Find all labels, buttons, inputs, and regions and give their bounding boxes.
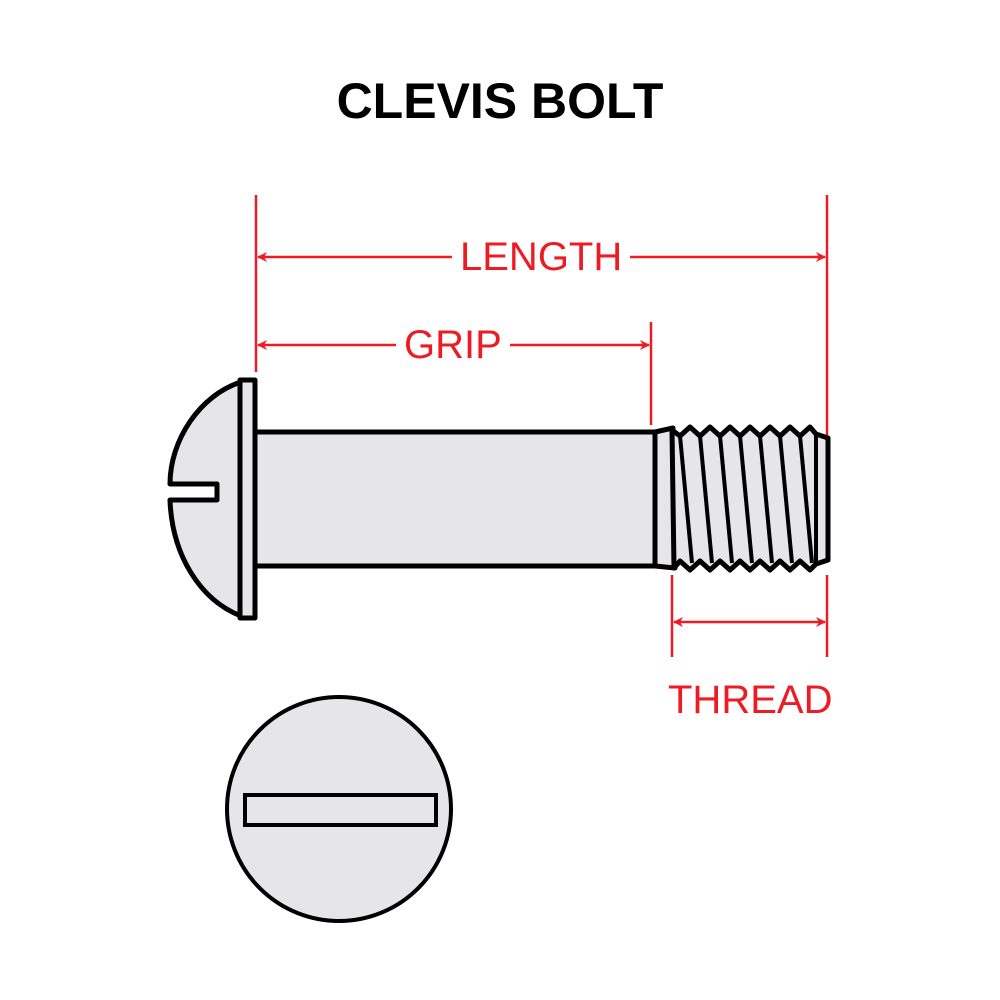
round-head [167,379,244,619]
diagram-title: CLEVIS BOLT [336,73,664,129]
shank [252,429,661,569]
thread-label: THREAD [668,678,833,722]
length-label: LENGTH [452,237,631,277]
slot [243,793,438,827]
thread-helix-lines [678,434,818,564]
head-flange [237,377,258,621]
extension-lines [254,195,829,657]
grip-label: GRIP [396,325,510,365]
